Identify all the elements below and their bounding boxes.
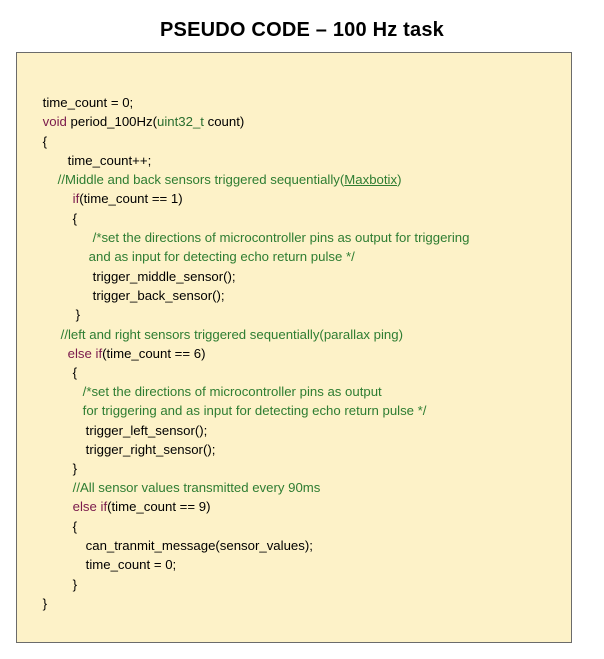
- code-comment: /*set the directions of microcontroller …: [92, 230, 470, 245]
- code-text: time_count = 0;: [85, 557, 177, 572]
- code-text: }: [72, 577, 78, 592]
- code-text: {: [72, 365, 78, 380]
- code-line: }: [61, 291, 80, 339]
- code-text: (time_count == 9): [107, 499, 211, 514]
- page-title: PSEUDO CODE – 100 Hz task: [160, 19, 444, 41]
- code-comment: ): [397, 172, 402, 187]
- code-text: period_100Hz(: [66, 114, 158, 129]
- code-line: //Middle and back sensors triggered sequ…: [43, 156, 402, 204]
- code-comment: /*set the directions of microcontroller …: [82, 384, 382, 399]
- code-line: time_count = 0;: [28, 79, 134, 127]
- code-comment: //Middle and back sensors triggered sequ…: [57, 172, 345, 187]
- code-line: else if(time_count == 6): [53, 330, 206, 378]
- code-line: can_tranmit_message(sensor_values);: [71, 522, 313, 570]
- code-line: //All sensor values transmitted every 90…: [58, 464, 321, 512]
- code-text: trigger_right_sensor();: [85, 442, 216, 457]
- code-line: trigger_middle_sensor();: [78, 253, 236, 301]
- code-comment: for triggering and as input for detectin…: [82, 403, 427, 418]
- code-line: trigger_left_sensor();: [71, 407, 208, 455]
- code-line: trigger_right_sensor();: [71, 426, 216, 474]
- code-line: }: [28, 580, 47, 628]
- code-text: trigger_middle_sensor();: [92, 269, 236, 284]
- code-block: time_count = 0; void period_100Hz(uint32…: [16, 52, 572, 643]
- code-text: {: [72, 519, 78, 534]
- code-line: /*set the directions of microcontroller …: [78, 214, 470, 262]
- code-text: (time_count == 6): [102, 346, 206, 361]
- code-text: count): [203, 114, 245, 129]
- code-text: time_count = 0;: [42, 95, 134, 110]
- code-keyword: else if: [72, 499, 108, 514]
- code-line: {: [58, 195, 77, 243]
- code-text: time_count++;: [67, 153, 152, 168]
- code-line: for triggering and as input for detectin…: [68, 387, 427, 435]
- code-line: /*set the directions of microcontroller …: [68, 368, 382, 416]
- code-keyword: if: [72, 191, 80, 206]
- code-line: else if(time_count == 9): [58, 483, 211, 531]
- code-text: can_tranmit_message(sensor_values);: [85, 538, 313, 553]
- code-line: trigger_back_sensor();: [78, 272, 225, 320]
- code-type: uint32_t: [157, 114, 204, 129]
- code-text: }: [42, 596, 48, 611]
- code-line: and as input for detecting echo return p…: [74, 233, 355, 281]
- code-line: {: [58, 503, 77, 551]
- code-line: {: [58, 349, 77, 397]
- code-line: //left and right sensors triggered seque…: [46, 311, 403, 359]
- code-keyword: void: [42, 114, 67, 129]
- code-comment-link: Maxbotix: [344, 172, 398, 187]
- code-comment: //left and right sensors triggered seque…: [60, 327, 403, 342]
- code-line: }: [58, 561, 77, 609]
- code-comment: and as input for detecting echo return p…: [88, 249, 355, 264]
- code-text: }: [75, 307, 81, 322]
- code-line: if(time_count == 1): [58, 175, 183, 223]
- code-text: {: [72, 211, 78, 226]
- code-text: trigger_back_sensor();: [92, 288, 225, 303]
- code-text: }: [72, 461, 78, 476]
- code-text: {: [42, 134, 48, 149]
- code-line: void period_100Hz(uint32_t count): [28, 98, 245, 146]
- code-text: trigger_left_sensor();: [85, 423, 208, 438]
- code-line: {: [28, 118, 47, 166]
- code-line: time_count++;: [53, 137, 152, 185]
- code-text: (time_count == 1): [79, 191, 183, 206]
- code-line: time_count = 0;: [71, 541, 177, 589]
- code-line: }: [58, 445, 77, 493]
- code-comment: //All sensor values transmitted every 90…: [72, 480, 321, 495]
- code-keyword: else if: [67, 346, 103, 361]
